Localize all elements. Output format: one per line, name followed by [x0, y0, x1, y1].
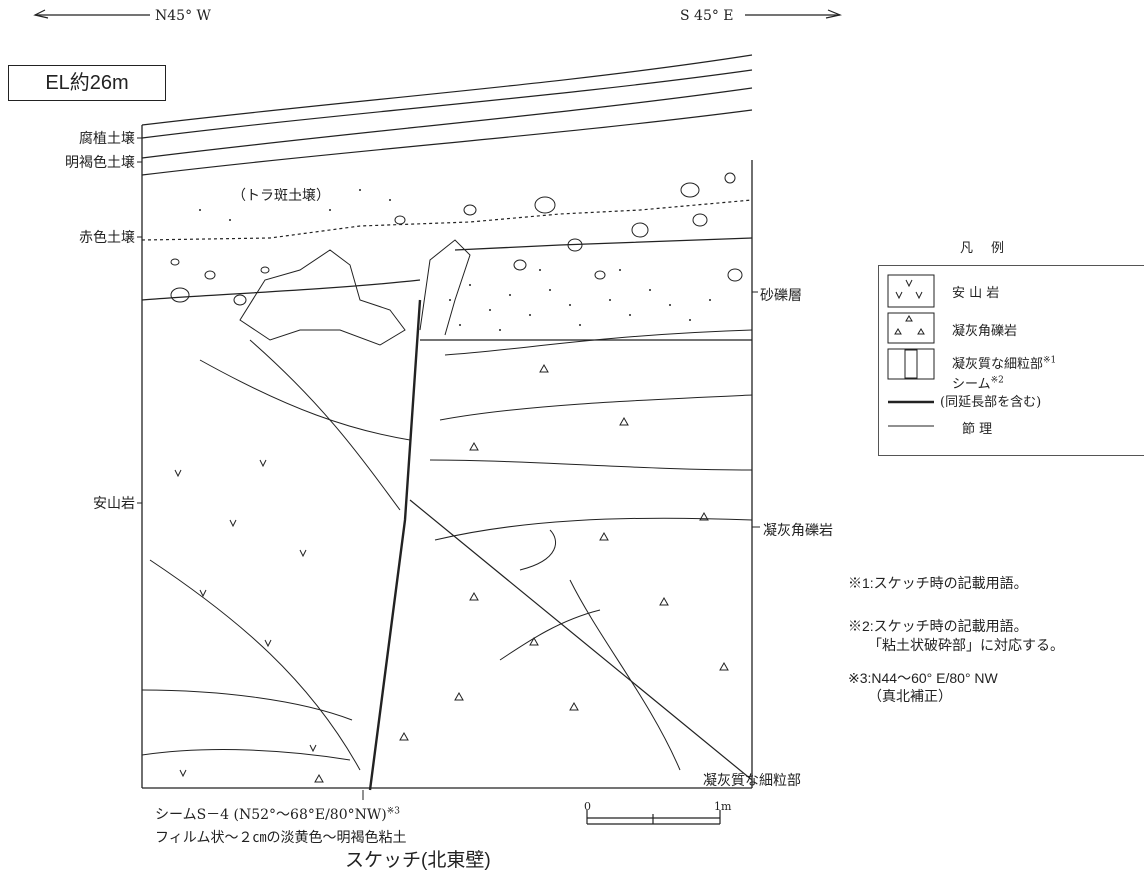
seam-label-line1: シームS－4 (N52°～68°E/80°NW)※3	[155, 806, 401, 823]
andesite-symbols	[174, 459, 317, 778]
note-3a: ※3:N44～60° E/80° NW	[848, 670, 998, 686]
label-tuff-breccia: 凝灰角礫岩	[763, 523, 833, 539]
note-2b: 「粘土状破砕部」に対応する。	[868, 637, 1064, 653]
label-gravel: 砂礫層	[760, 288, 802, 304]
label-andesite: 安山岩	[93, 496, 135, 512]
legend-box	[878, 265, 1144, 456]
scale-zero: 0	[584, 800, 591, 813]
legend-andesite: 安 山 岩	[952, 286, 1000, 301]
label-humus-soil: 腐植土壌	[79, 131, 135, 147]
sketch-frame	[141, 125, 753, 789]
label-tora-soil: （トラ斑土壌）	[232, 188, 330, 204]
label-leaders	[137, 137, 760, 528]
legend-joint: 節 理	[962, 422, 993, 437]
label-light-brown-soil: 明褐色土壌	[65, 155, 135, 171]
legend-seam: シーム※2	[952, 375, 1004, 392]
scale-one: 1m	[714, 800, 732, 813]
andesite-blocks	[239, 239, 471, 346]
gravel-pebbles	[170, 172, 743, 306]
orientation-right: S 45° E	[680, 8, 734, 24]
gravel-dots	[199, 189, 711, 331]
surface-layers	[141, 54, 753, 301]
legend-tuff-breccia: 凝灰角礫岩	[952, 324, 1018, 339]
scale-bar	[586, 810, 721, 825]
legend-seam-sub: (同延長部を含む)	[940, 395, 1042, 410]
note-2a: ※2:スケッチ時の記載用語。	[848, 618, 1028, 634]
figure-caption: スケッチ(北東壁)	[345, 850, 491, 871]
legend-title: 凡例	[960, 241, 1023, 256]
orientation-arrows	[33, 9, 843, 19]
seam-and-joints	[141, 299, 753, 791]
legend-tuffaceous-fine: 凝灰質な細粒部※1	[952, 355, 1057, 372]
orientation-left: N45° W	[155, 8, 211, 24]
label-red-soil: 赤色土壌	[79, 230, 135, 246]
legend-symbols	[887, 274, 935, 427]
note-3b: （真北補正）	[868, 688, 952, 704]
note-1: ※1:スケッチ時の記載用語。	[848, 575, 1028, 591]
elevation-label: EL約26m	[8, 65, 166, 101]
seam-label-line2: フィルム状～２㎝の淡黄色～明褐色粘土	[155, 830, 407, 846]
rock-symbols	[314, 363, 729, 783]
